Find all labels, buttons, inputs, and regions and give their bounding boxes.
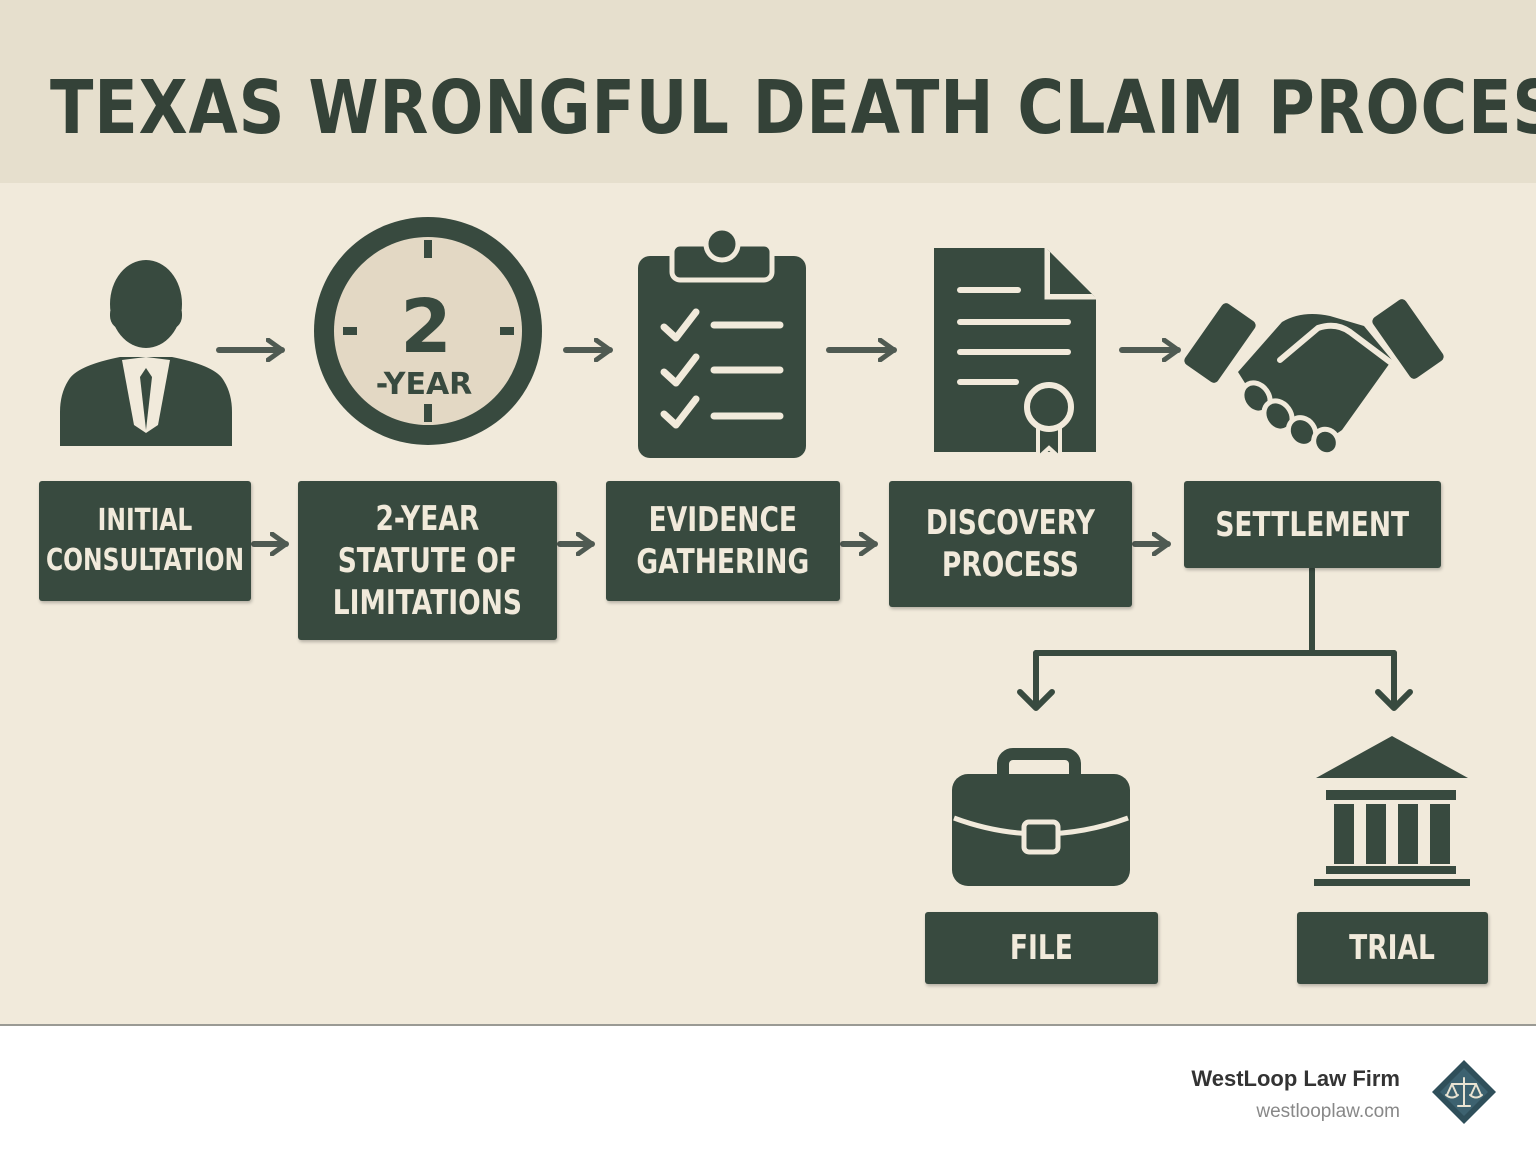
step-label-statute-of-limitations: 2-YEAR STATUTE OF LIMITATIONS: [332, 498, 523, 623]
step-label-discovery-process: DISCOVERY PROCESS: [925, 503, 1096, 585]
person-suit-icon: [60, 260, 232, 446]
step-label-evidence-gathering: EVIDENCE GATHERING: [636, 500, 810, 582]
step-label-initial-consultation: INITIAL CONSULTATION: [45, 503, 245, 578]
header-band: TEXAS WRONGFUL DEATH CLAIM PROCESS: [0, 0, 1536, 183]
branch-label-file: FILE: [1009, 928, 1074, 968]
firm-name: WestLoop Law Firm: [1191, 1066, 1400, 1091]
clipboard-checklist-icon: [638, 225, 806, 458]
branch-connector: [1017, 566, 1413, 711]
step-statute-of-limitations: 2-YEAR STATUTE OF LIMITATIONS: [298, 481, 557, 640]
clock-unit: -YEAR: [376, 367, 473, 402]
clock-icon: 2 -YEAR: [314, 217, 542, 445]
branch-trial: TRIAL: [1297, 912, 1488, 984]
step-evidence-gathering: EVIDENCE GATHERING: [606, 481, 840, 601]
handshake-icon: [1184, 299, 1444, 458]
courthouse-icon: [1314, 736, 1470, 886]
process-diagram: 2 -YEAR: [60, 217, 1470, 886]
branch-file: FILE: [925, 912, 1158, 984]
step-discovery-process: DISCOVERY PROCESS: [889, 481, 1132, 607]
briefcase-icon: [952, 748, 1130, 886]
footer: WestLoop Law Firm westlooplaw.com: [0, 1024, 1536, 1156]
branch-label-trial: TRIAL: [1349, 928, 1436, 968]
page-title: TEXAS WRONGFUL DEATH CLAIM PROCESS: [50, 65, 1536, 151]
scales-of-justice-icon: [1432, 1060, 1496, 1124]
clock-number: 2: [400, 284, 452, 370]
step-label-settlement: SETTLEMENT: [1215, 504, 1410, 545]
firm-url-link[interactable]: westlooplaw.com: [1256, 1101, 1400, 1122]
document-seal-icon: [934, 248, 1096, 463]
step-settlement: SETTLEMENT: [1184, 481, 1441, 568]
step-initial-consultation: INITIAL CONSULTATION: [39, 481, 251, 601]
